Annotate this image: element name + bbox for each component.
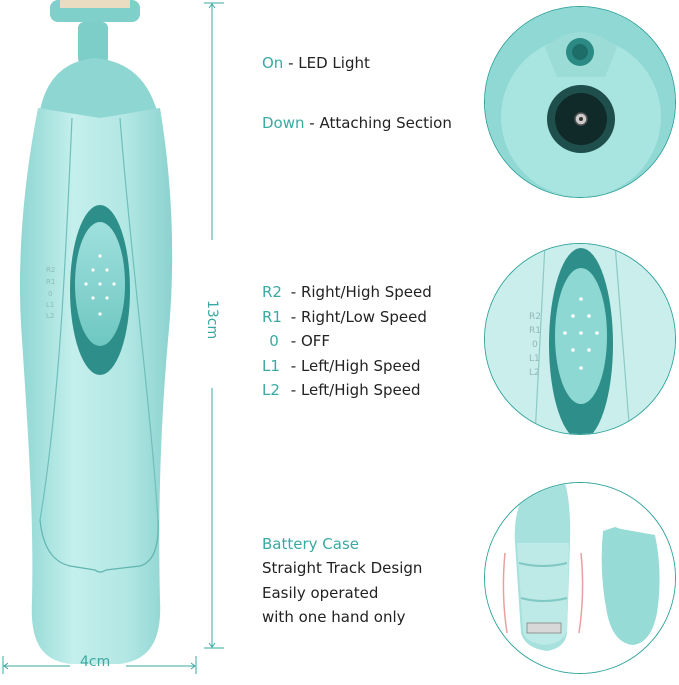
annotation-led: On - LED Light <box>262 54 370 72</box>
svg-text:R1: R1 <box>46 278 55 286</box>
svg-text:0: 0 <box>532 340 538 350</box>
switch-value: Right/Low Speed <box>300 307 427 326</box>
height-dimension-line <box>204 2 224 649</box>
annotation-attaching: Down - Attaching Section <box>262 114 452 132</box>
switch-annotations: R2 - Right/High Speed R1 - Right/Low Spe… <box>262 282 432 405</box>
switch-r2: R2 - Right/High Speed <box>262 283 432 301</box>
annotation-value: Attaching Section <box>319 114 452 132</box>
detail-circle-led <box>484 6 676 198</box>
switch-key: L1 <box>262 356 280 375</box>
width-dimension-line <box>2 656 197 674</box>
height-label: 13cm <box>204 300 220 340</box>
annotation-key: Down <box>262 114 305 132</box>
width-dimension <box>0 652 200 676</box>
switch-value: Right/High Speed <box>300 283 432 301</box>
svg-text:R2: R2 <box>46 266 55 274</box>
switch-off: 0 - OFF <box>262 331 432 356</box>
switch-key: 0 <box>269 332 279 351</box>
device-illustration: R2 R1 0 L1 L2 <box>19 0 173 664</box>
battery-line: Straight Track Design <box>262 559 423 578</box>
svg-text:L1: L1 <box>46 301 54 309</box>
switch-key: R2 <box>262 283 282 301</box>
annotation-key: On <box>262 54 284 72</box>
battery-line: Easily operated <box>262 583 379 602</box>
switch-key: R1 <box>262 307 282 326</box>
battery-closeup-illustration <box>485 483 675 673</box>
annotation-value: LED Light <box>298 54 370 72</box>
switch-value: OFF <box>300 332 331 351</box>
height-dimension <box>200 0 230 681</box>
switch-value: Left/High Speed <box>300 381 421 400</box>
switch-l2: L2 - Left/High Speed <box>262 381 421 400</box>
width-label: 4cm <box>80 654 111 670</box>
svg-text:0: 0 <box>48 290 52 298</box>
svg-text:L1: L1 <box>529 354 540 364</box>
battery-line: with one hand only <box>262 608 406 627</box>
nail-trimmer-device: R2 R1 0 L1 L2 <box>0 0 200 681</box>
detail-circle-battery <box>484 482 676 674</box>
svg-text:L2: L2 <box>46 312 54 320</box>
svg-text:L2: L2 <box>529 368 540 378</box>
detail-circle-switch: R2 R1 0 L1 L2 <box>484 243 676 435</box>
light-annotations: On - LED Light Down - Attaching Section <box>262 53 452 173</box>
svg-text:R1: R1 <box>529 326 541 336</box>
battery-annotations: Battery Case Straight Track Design Easil… <box>262 534 422 632</box>
svg-text:R2: R2 <box>529 312 541 322</box>
switch-l1: L1 - Left/High Speed <box>262 356 421 375</box>
switch-r1: R1 - Right/Low Speed <box>262 307 427 326</box>
switch-value: Left/High Speed <box>300 356 421 375</box>
switch-closeup-illustration: R2 R1 0 L1 L2 <box>485 244 675 434</box>
battery-title: Battery Case <box>262 535 359 553</box>
switch-key: L2 <box>262 381 280 400</box>
led-closeup-illustration <box>485 7 675 197</box>
